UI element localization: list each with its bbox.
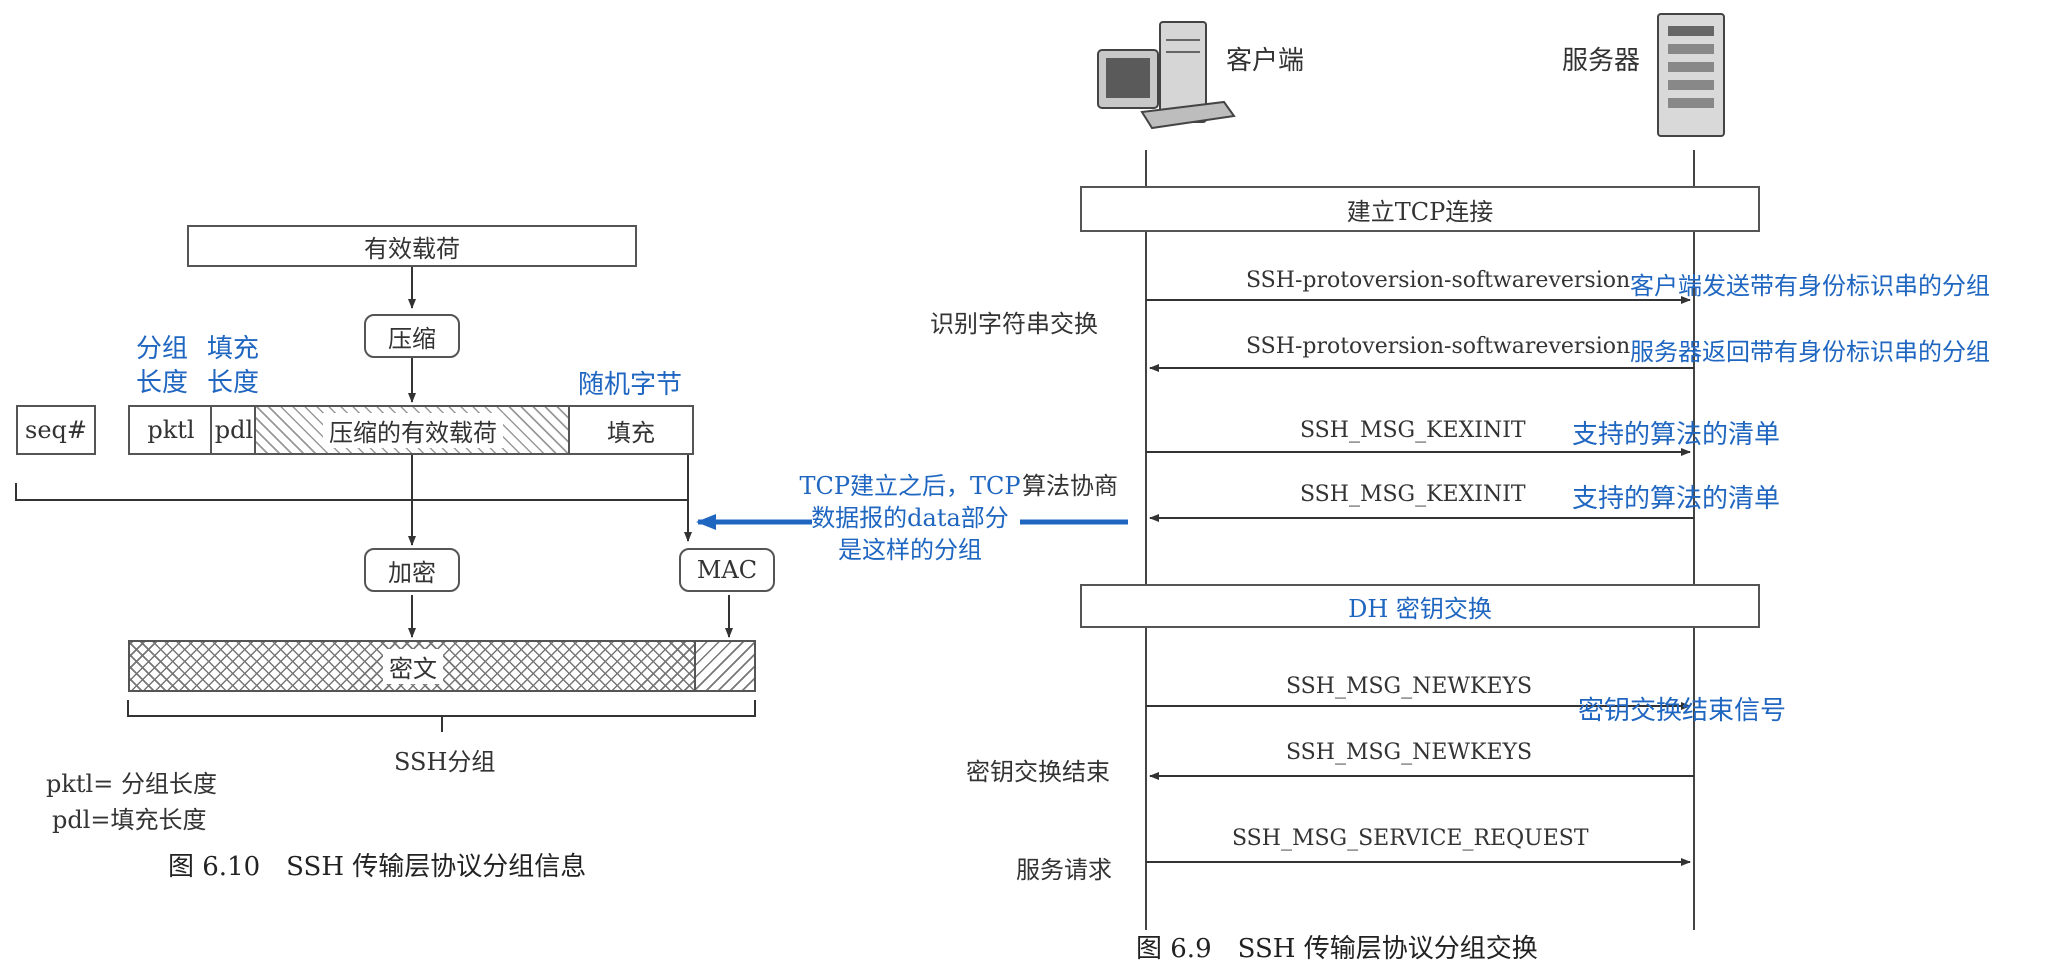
note3: 支持的算法的清单 <box>1572 420 1781 450</box>
server-icon <box>1657 13 1725 137</box>
msg4-label: SSH_MSG_KEXINIT <box>1300 482 1526 507</box>
ciphertext-box: 密文 <box>128 640 696 692</box>
mac-tag-box <box>694 640 756 692</box>
bracket-ssh-packet <box>127 700 756 717</box>
msg2-label: SSH-protoversion-softwareversion <box>1246 334 1631 359</box>
pdl-box: pdl <box>210 405 256 455</box>
legend-pdl: pdl=填充长度 <box>52 806 207 834</box>
encrypt-box: 加密 <box>364 548 460 592</box>
msg6-label: SSH_MSG_NEWKEYS <box>1286 740 1533 765</box>
note4: 支持的算法的清单 <box>1572 484 1781 514</box>
seq-box: seq# <box>16 405 96 455</box>
service-req-label: 服务请求 <box>1016 856 1112 884</box>
mac-box: MAC <box>679 548 775 592</box>
bracket-mac-input <box>15 483 689 501</box>
padding-box: 填充 <box>568 405 694 455</box>
msg7-label: SSH_MSG_SERVICE_REQUEST <box>1232 826 1589 851</box>
compress-box: 压缩 <box>364 314 460 358</box>
client-label: 客户端 <box>1226 46 1305 76</box>
server-label: 服务器 <box>1562 46 1641 76</box>
note5: 密钥交换结束信号 <box>1578 696 1787 726</box>
legend-pktl: pktl= 分组长度 <box>46 770 217 798</box>
left-caption: 图 6.10 SSH 传输层协议分组信息 <box>168 852 587 882</box>
pkt-len-label: 分组长度 <box>136 334 189 398</box>
dh-box: DH 密钥交换 <box>1080 584 1760 628</box>
msg1-label: SSH-protoversion-softwareversion <box>1246 268 1631 293</box>
ssh-packet-label: SSH分组 <box>394 748 496 776</box>
pktl-box: pktl <box>128 405 212 455</box>
alg-neg-label: 算法协商 <box>1022 472 1118 500</box>
tcp-setup-box: 建立TCP连接 <box>1080 186 1760 232</box>
random-bytes-label: 随机字节 <box>578 370 683 400</box>
pad-len-label: 填充长度 <box>207 334 260 398</box>
key-end-label: 密钥交换结束 <box>966 758 1110 786</box>
right-caption: 图 6.9 SSH 传输层协议分组交换 <box>1136 934 1538 964</box>
msg3-label: SSH_MSG_KEXINIT <box>1300 418 1526 443</box>
note1: 客户端发送带有身份标识串的分组 <box>1630 272 1990 300</box>
payload-box: 有效载荷 <box>187 225 637 267</box>
note-text: TCP建立之后，TCP 数据报的data部分 是这样的分组 <box>799 472 1021 564</box>
msg5-label: SSH_MSG_NEWKEYS <box>1286 674 1533 699</box>
id-exchange-label: 识别字符串交换 <box>930 310 1098 338</box>
note2: 服务器返回带有身份标识串的分组 <box>1630 338 1990 366</box>
compressed-payload-box: 压缩的有效载荷 <box>254 405 570 455</box>
client-computer-icon <box>1097 21 1236 130</box>
